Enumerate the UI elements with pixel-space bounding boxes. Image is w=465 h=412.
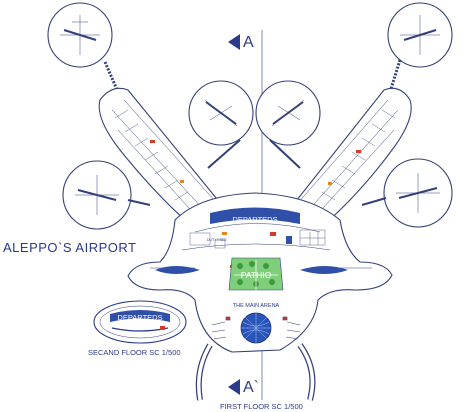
aircraft-stand-low-left xyxy=(62,160,132,230)
aircraft-stand-top-right xyxy=(387,2,453,68)
jet-bridge xyxy=(103,61,120,93)
left-pier-rooms xyxy=(111,99,226,223)
departeds-label: DEPARTEDS xyxy=(232,215,277,224)
right-pier xyxy=(284,87,412,236)
second-floor-departeds-label: DEPARTEDS xyxy=(117,313,162,322)
escalator-left xyxy=(155,266,200,274)
main-arena-dome xyxy=(240,312,272,344)
section-arrow-top xyxy=(228,34,240,50)
jet-bridge xyxy=(388,59,402,93)
right-pier-rooms xyxy=(289,99,399,223)
section-arrow-bottom xyxy=(228,379,240,395)
main-arena-label: THE MAIN ARENA xyxy=(233,303,280,309)
aircraft-stand-low-right xyxy=(383,158,453,228)
departeds-band xyxy=(210,207,300,224)
accent-mark xyxy=(270,232,276,236)
first-floor-caption: FIRST FLOOR SC 1/500 xyxy=(220,402,303,411)
jet-bridge xyxy=(269,139,301,169)
second-floor-caption: SECAND FLOOR SC 1/500 xyxy=(88,348,181,357)
stair-block xyxy=(286,236,292,244)
left-pier xyxy=(98,87,231,236)
jet-bridge xyxy=(207,139,241,169)
pathio-trees xyxy=(237,261,275,287)
jet-bridge xyxy=(127,199,151,206)
aircraft-stand-mid-left xyxy=(188,80,254,146)
section-mark-bottom: A` xyxy=(243,379,259,396)
jet-bridge xyxy=(361,197,387,206)
accent-mark xyxy=(222,232,227,235)
second-floor-plan: DEPARTEDS xyxy=(93,300,187,344)
aircraft-stand-top-left xyxy=(47,2,113,68)
terminal-rooms xyxy=(189,229,326,249)
duty-free-label: DUTY FREE xyxy=(207,238,227,242)
airport-title: ALEPPO`S AIRPORT xyxy=(3,240,136,255)
escalator-right xyxy=(300,266,348,274)
pathio-label: PATHIO xyxy=(241,270,272,280)
section-mark-top: A xyxy=(243,34,254,51)
aircraft-stand-mid-right xyxy=(255,80,321,146)
arena-seating xyxy=(211,316,301,340)
